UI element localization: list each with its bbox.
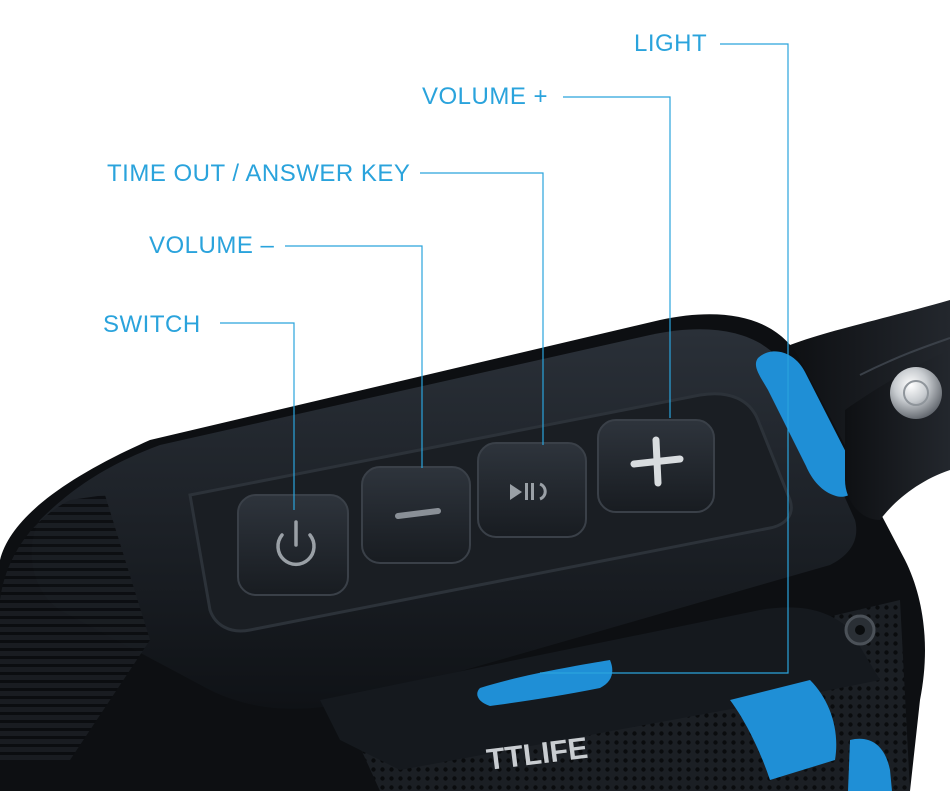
rivet: [890, 367, 942, 419]
strap-front: [845, 350, 950, 520]
play-pause-icon: [510, 482, 547, 501]
callout-volume-up: VOLUME +: [422, 83, 549, 110]
minus-icon: [395, 508, 441, 519]
callout-lines: [220, 43, 789, 674]
volume-down-button[interactable]: [361, 466, 471, 564]
callout-time-out-answer-key: TIME OUT / ANSWER KEY: [107, 160, 411, 187]
play-pause-button[interactable]: [477, 442, 587, 538]
callout-light: LIGHT: [634, 30, 708, 57]
power-icon: [276, 520, 316, 566]
light-indicator: [477, 660, 613, 706]
callout-volume-down: VOLUME –: [149, 232, 275, 259]
callout-switch: SWITCH: [103, 311, 201, 338]
plus-icon: [630, 436, 684, 487]
power-button[interactable]: [237, 494, 349, 596]
volume-up-button[interactable]: [597, 419, 715, 513]
